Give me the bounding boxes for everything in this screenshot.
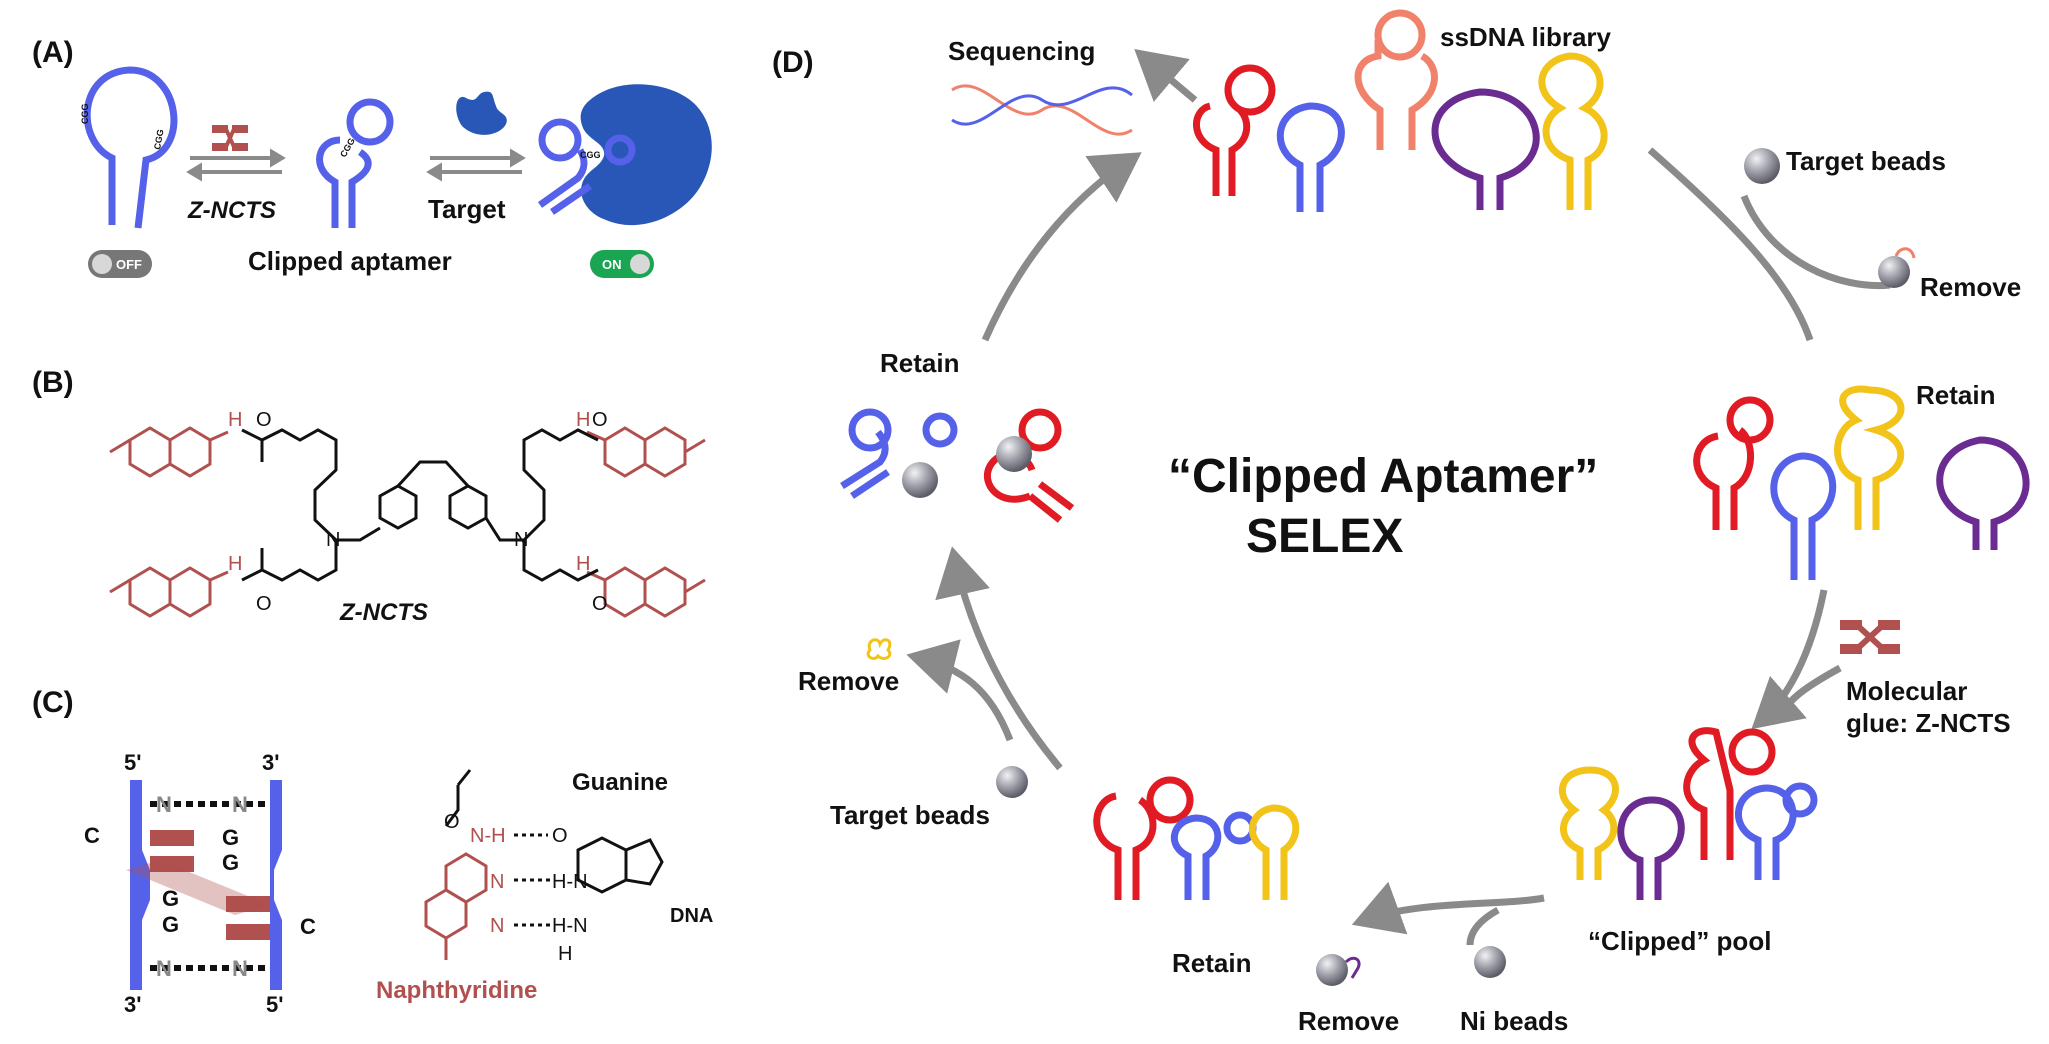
target-bead-left bbox=[996, 766, 1028, 798]
retain-bottom-label: Retain bbox=[1172, 948, 1251, 978]
hn-label-1: H-N bbox=[552, 871, 588, 893]
glue-icon-d bbox=[1840, 620, 1900, 654]
retain-left-label: Retain bbox=[880, 348, 959, 378]
off-label: OFF bbox=[116, 257, 142, 272]
h-label-c: H bbox=[558, 943, 572, 965]
target-beads-left-label: Target beads bbox=[830, 800, 990, 830]
panel-d-label: (D) bbox=[772, 46, 814, 79]
seq-cgg-right: CGG bbox=[152, 128, 165, 150]
sequencing-label: Sequencing bbox=[948, 36, 1095, 66]
clipped-aptamer-a bbox=[316, 98, 394, 228]
retain-bottom-strands bbox=[1093, 776, 1300, 900]
target-bead-top bbox=[1744, 148, 1780, 184]
atom-h-3: H bbox=[576, 409, 590, 431]
selex-title-line1: “Clipped Aptamer” bbox=[1168, 450, 1598, 503]
panel-a-label: (A) bbox=[32, 36, 74, 69]
atom-h-2: H bbox=[228, 553, 242, 575]
panel-c-label: (C) bbox=[32, 686, 74, 719]
o-label-carbamate: O bbox=[444, 811, 460, 833]
atom-h-4: H bbox=[576, 553, 590, 575]
cycle-arrows bbox=[906, 48, 1891, 946]
base-n-2: N bbox=[232, 792, 248, 817]
on-switch: ON bbox=[590, 250, 654, 278]
base-n-1: N bbox=[156, 792, 172, 817]
equilibrium-arrows-1 bbox=[186, 148, 286, 182]
remove-bead-bottom bbox=[1316, 954, 1348, 986]
ni-bead bbox=[1474, 946, 1506, 978]
hn-label-2: H-N bbox=[552, 915, 588, 937]
naphthyridine-label: Naphthyridine bbox=[376, 977, 537, 1004]
target-protein bbox=[580, 84, 712, 226]
atom-n-right: N bbox=[514, 529, 528, 551]
base-n-4: N bbox=[232, 956, 248, 981]
n-label-c1: N bbox=[490, 871, 504, 893]
base-c-right: C bbox=[300, 914, 316, 939]
atom-h-1: H bbox=[228, 409, 242, 431]
base-g-2: G bbox=[222, 850, 239, 875]
compound-name: Z-NCTS bbox=[339, 599, 428, 626]
retain-right-label: Retain bbox=[1916, 380, 1995, 410]
library-strands bbox=[1193, 9, 1608, 212]
retain-left-strands bbox=[840, 408, 1075, 523]
remove-left-label: Remove bbox=[798, 666, 899, 696]
bound-strand-top bbox=[1894, 247, 1916, 259]
seq-cgg-left: CGG bbox=[80, 103, 90, 124]
base-n-3: N bbox=[156, 956, 172, 981]
clipped-pool-label: “Clipped” pool bbox=[1588, 926, 1771, 956]
guanine-pairing bbox=[424, 769, 664, 960]
atom-o-4: O bbox=[592, 593, 608, 615]
open-aptamer bbox=[83, 66, 178, 229]
off-switch: OFF bbox=[88, 250, 152, 278]
base-g-1: G bbox=[222, 825, 239, 850]
target-icon-small bbox=[456, 91, 507, 135]
target-beads-top-label: Target beads bbox=[1786, 146, 1946, 176]
removed-strand-left bbox=[866, 638, 892, 660]
remove-bottom-label: Remove bbox=[1298, 1006, 1399, 1036]
remove-bead-top bbox=[1878, 256, 1910, 288]
glue-line1: Molecular bbox=[1846, 676, 1967, 706]
base-g-3: G bbox=[162, 886, 179, 911]
five-prime-top: 5' bbox=[124, 750, 141, 775]
caption-clipped: Clipped aptamer bbox=[248, 246, 452, 276]
ssdna-label: ssDNA library bbox=[1440, 22, 1612, 52]
glue-icon bbox=[212, 125, 248, 151]
dna-label: DNA bbox=[670, 905, 713, 927]
bead-left-2 bbox=[996, 436, 1032, 472]
seq-clipped-bound: CGG bbox=[580, 150, 601, 160]
bound-aptamer bbox=[537, 118, 636, 215]
base-g-4: G bbox=[162, 912, 179, 937]
clipped-pool-strands bbox=[1558, 727, 1818, 900]
glue-line2: glue: Z-NCTS bbox=[1846, 708, 2011, 738]
five-prime-bottom: 5' bbox=[266, 992, 283, 1017]
z-ncts-structure bbox=[109, 426, 706, 618]
ni-beads-label: Ni beads bbox=[1460, 1006, 1568, 1036]
three-prime-top: 3' bbox=[262, 750, 279, 775]
target-label-a: Target bbox=[428, 194, 506, 224]
three-prime-bottom: 3' bbox=[124, 992, 141, 1017]
nh-label: N-H bbox=[470, 825, 506, 847]
glue-name-a: Z-NCTS bbox=[187, 197, 276, 224]
atom-o-3: O bbox=[592, 409, 608, 431]
guanine-label: Guanine bbox=[572, 769, 668, 796]
equilibrium-arrows-2 bbox=[426, 148, 526, 182]
base-c-left: C bbox=[84, 823, 100, 848]
n-label-c2: N bbox=[490, 915, 504, 937]
o-label-c: O bbox=[552, 825, 568, 847]
selex-title-line2: SELEX bbox=[1246, 510, 1403, 563]
retain-right-strands bbox=[1693, 385, 2030, 580]
duplex-diagram bbox=[126, 780, 282, 990]
atom-n-left: N bbox=[326, 529, 340, 551]
on-label: ON bbox=[602, 257, 622, 272]
remove-top-label: Remove bbox=[1920, 272, 2021, 302]
bound-strand-bottom bbox=[1344, 956, 1361, 979]
atom-o-1: O bbox=[256, 409, 272, 431]
atom-o-2: O bbox=[256, 593, 272, 615]
bead-left-1 bbox=[902, 462, 938, 498]
dna-helix-icon bbox=[951, 84, 1133, 136]
panel-b-label: (B) bbox=[32, 366, 74, 399]
seq-clipped-a: CGG bbox=[338, 136, 357, 159]
